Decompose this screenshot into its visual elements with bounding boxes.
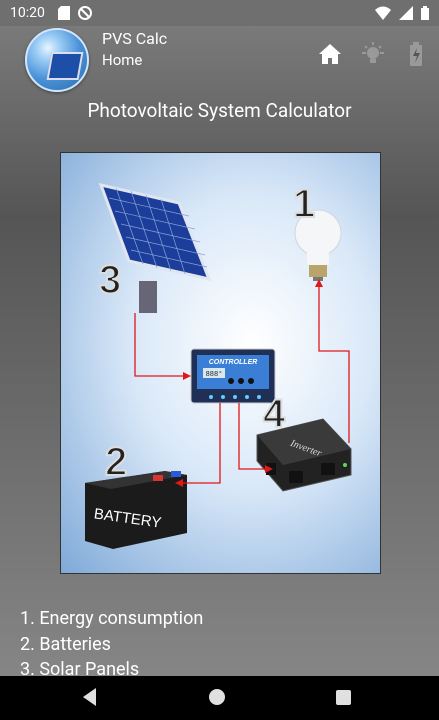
battery-status-icon	[421, 6, 429, 20]
light-bulb-image	[294, 209, 342, 281]
step-number-2: 2	[105, 440, 127, 484]
wifi-icon	[375, 6, 391, 20]
status-time: 10:20	[10, 5, 45, 21]
step-number-3: 3	[99, 258, 121, 302]
signal-icon	[399, 6, 413, 20]
inverter-image: Inverter	[256, 418, 352, 492]
app-title: PVS Calc	[102, 29, 168, 48]
back-icon[interactable]	[83, 688, 97, 706]
controller-display: 888°	[206, 370, 223, 379]
status-bar: 10:20	[0, 0, 439, 26]
battery-icon[interactable]	[403, 42, 429, 66]
sd-card-icon	[58, 6, 70, 20]
system-diagram: CONTROLLER 888° Inverter BATTERY	[60, 152, 381, 574]
step-number-4: 4	[263, 392, 286, 436]
app-subtitle: Home	[102, 51, 143, 69]
app-logo	[25, 28, 89, 92]
controller-label: CONTROLLER	[209, 359, 258, 366]
menu-item-solar-panels[interactable]: 3. Solar Panels	[20, 659, 140, 680]
system-diagram-illustration: CONTROLLER 888° Inverter BATTERY	[85, 181, 352, 549]
home-icon[interactable]	[317, 42, 343, 66]
menu-item-energy-consumption[interactable]: 1. Energy consumption	[20, 608, 204, 629]
recents-icon[interactable]	[336, 690, 351, 705]
bulb-icon[interactable]	[360, 42, 386, 66]
battery-image: BATTERY	[85, 471, 187, 549]
do-not-disturb-icon	[78, 6, 92, 20]
wiring	[134, 285, 350, 484]
menu-item-batteries[interactable]: 2. Batteries	[20, 633, 111, 655]
wire-arrows	[175, 279, 323, 487]
step-number-1: 1	[293, 182, 315, 226]
solar-panel-image	[98, 182, 212, 313]
step-numbers: 1 2 3 4	[98, 181, 316, 485]
menu-list: 1. Energy consumption 2. Batteries 3. So…	[20, 606, 203, 683]
home-nav-icon[interactable]	[209, 689, 225, 705]
page-heading: Photovoltaic System Calculator	[87, 99, 352, 122]
